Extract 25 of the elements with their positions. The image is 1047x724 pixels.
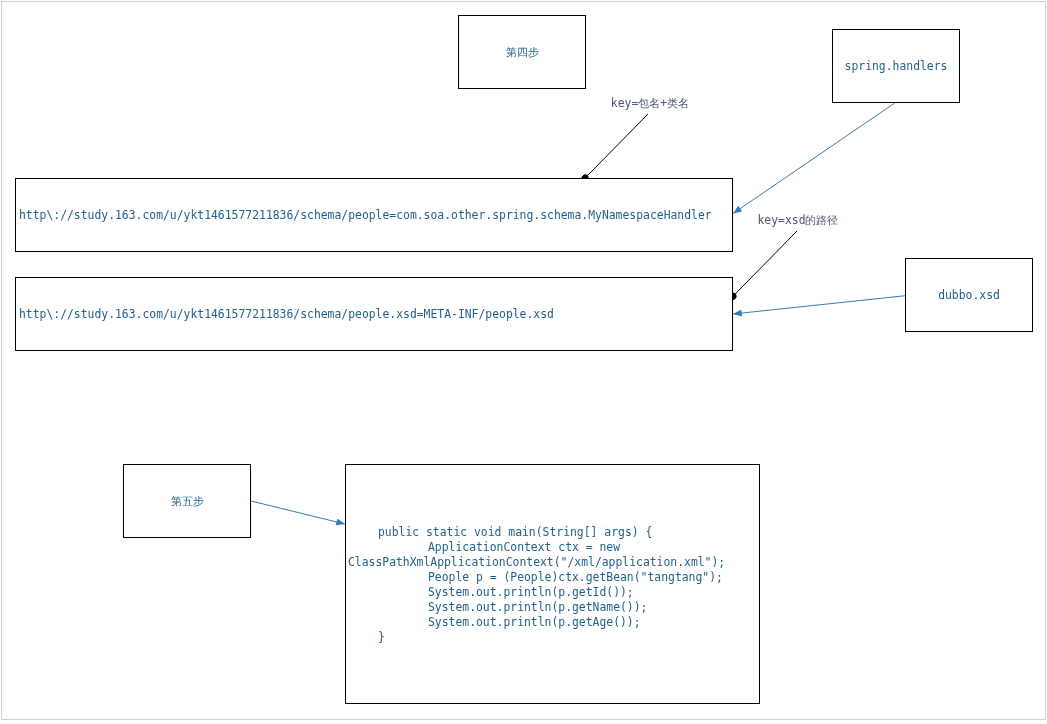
code-line: System.out.println(p.getId()); <box>428 585 634 600</box>
config-box <box>15 178 733 252</box>
code-line: System.out.println(p.getName()); <box>428 600 648 615</box>
code-line: People p = (People)ctx.getBean("tangtang"); <box>428 570 723 585</box>
file-box <box>832 29 960 103</box>
config-box <box>15 277 733 351</box>
box-label: http\://study.163.com/u/ykt1461577211836/schema/people.xsd=META-INF/people.xsd <box>19 307 554 321</box>
annotation-text: key=xsd的路径 <box>757 213 839 227</box>
box-label: 第四步 <box>505 44 539 60</box>
box-label: dubbo.xsd <box>938 288 1000 302</box>
code-line: public static void main(String[] args) { <box>378 525 653 540</box>
step-box <box>458 15 586 89</box>
arrow <box>732 295 906 317</box>
code-box <box>345 464 760 704</box>
code-line: System.out.println(p.getAge()); <box>428 615 641 630</box>
box-label: http\://study.163.com/u/ykt1461577211836/schema/people=com.soa.other.spring.schema.MyNamespaceHandler <box>19 208 712 222</box>
arrow <box>250 500 346 526</box>
arrow <box>732 102 896 214</box>
file-box <box>905 258 1033 332</box>
annotation-text: key=包名+类名 <box>610 96 690 110</box>
code-line: } <box>378 630 385 645</box>
code-line: ApplicationContext ctx = new ClassPathXmlApplicationContext("/xml/application.xml"); <box>348 540 727 570</box>
box-label: 第五步 <box>170 493 204 509</box>
step-box <box>123 464 251 538</box>
box-label: spring.handlers <box>844 59 948 73</box>
